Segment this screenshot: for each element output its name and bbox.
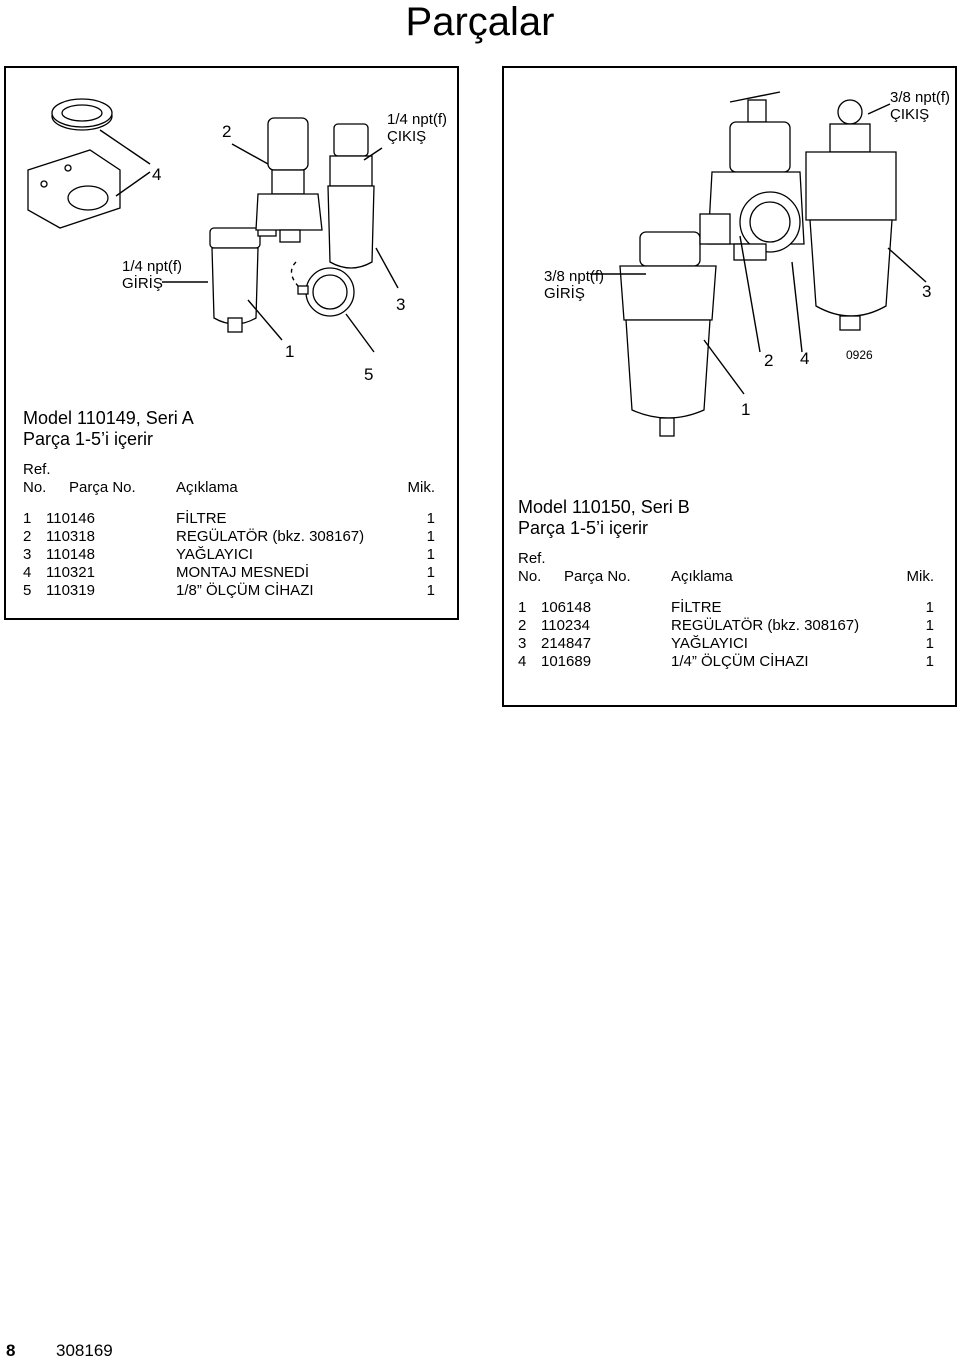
callout-b-4: 4 [800, 349, 810, 368]
inlet-label-b: 3/8 npt(f)GİRİŞ [544, 268, 605, 302]
inlet-label-a: 1/4 npt(f)GİRİŞ [122, 258, 183, 292]
callout-b-1: 1 [741, 400, 751, 419]
gauge-drawing-a [290, 261, 355, 317]
leader-lines-b [590, 103, 927, 395]
figure-code: 0926 [846, 348, 873, 362]
callout-a-4: 4 [152, 165, 162, 184]
leader-lines-a [99, 129, 399, 353]
col-qty: Mik. [407, 479, 436, 496]
col-ref-no: No. [518, 568, 542, 585]
col-ref: Ref. [23, 461, 51, 478]
callout-b-3: 3 [922, 282, 932, 301]
callout-a-1: 1 [285, 342, 295, 361]
col-description: Açıklama [671, 568, 733, 585]
lubricator-drawing-a [327, 123, 375, 269]
col-ref: Ref. [518, 550, 546, 567]
regulator-drawing-b [707, 91, 805, 261]
col-part-no: Parça No. [564, 568, 631, 585]
callout-b-2: 2 [764, 351, 774, 370]
lubricator-drawing-b [805, 99, 897, 331]
panel-model-b [502, 66, 957, 707]
mounting-bracket-drawing [27, 98, 121, 229]
panel-model-a [4, 66, 459, 620]
page-title: Parçalar [405, 0, 555, 44]
col-description: Açıklama [176, 479, 238, 496]
filter-drawing-b [619, 213, 731, 437]
outlet-label-a: 1/4 npt(f)ÇIKIŞ [387, 111, 448, 145]
parts-table-header-b: Ref. No. Parça No. Açıklama Mik. [518, 550, 938, 586]
parts-table-header-a: Ref. No. Parça No. Açıklama Mik. [23, 461, 441, 497]
page-number: 8 [6, 1341, 16, 1360]
outlet-label-b: 3/8 npt(f)ÇIKIŞ [890, 89, 951, 123]
col-ref-no: No. [23, 479, 47, 496]
col-part-no: Parça No. [69, 479, 136, 496]
filter-drawing-a [209, 223, 277, 333]
callout-a-3: 3 [396, 295, 406, 314]
callout-a-2: 2 [222, 122, 232, 141]
callout-a-5: 5 [364, 365, 374, 384]
document-number: 308169 [56, 1341, 113, 1360]
col-qty: Mik. [906, 568, 935, 585]
regulator-drawing-a [255, 117, 323, 243]
